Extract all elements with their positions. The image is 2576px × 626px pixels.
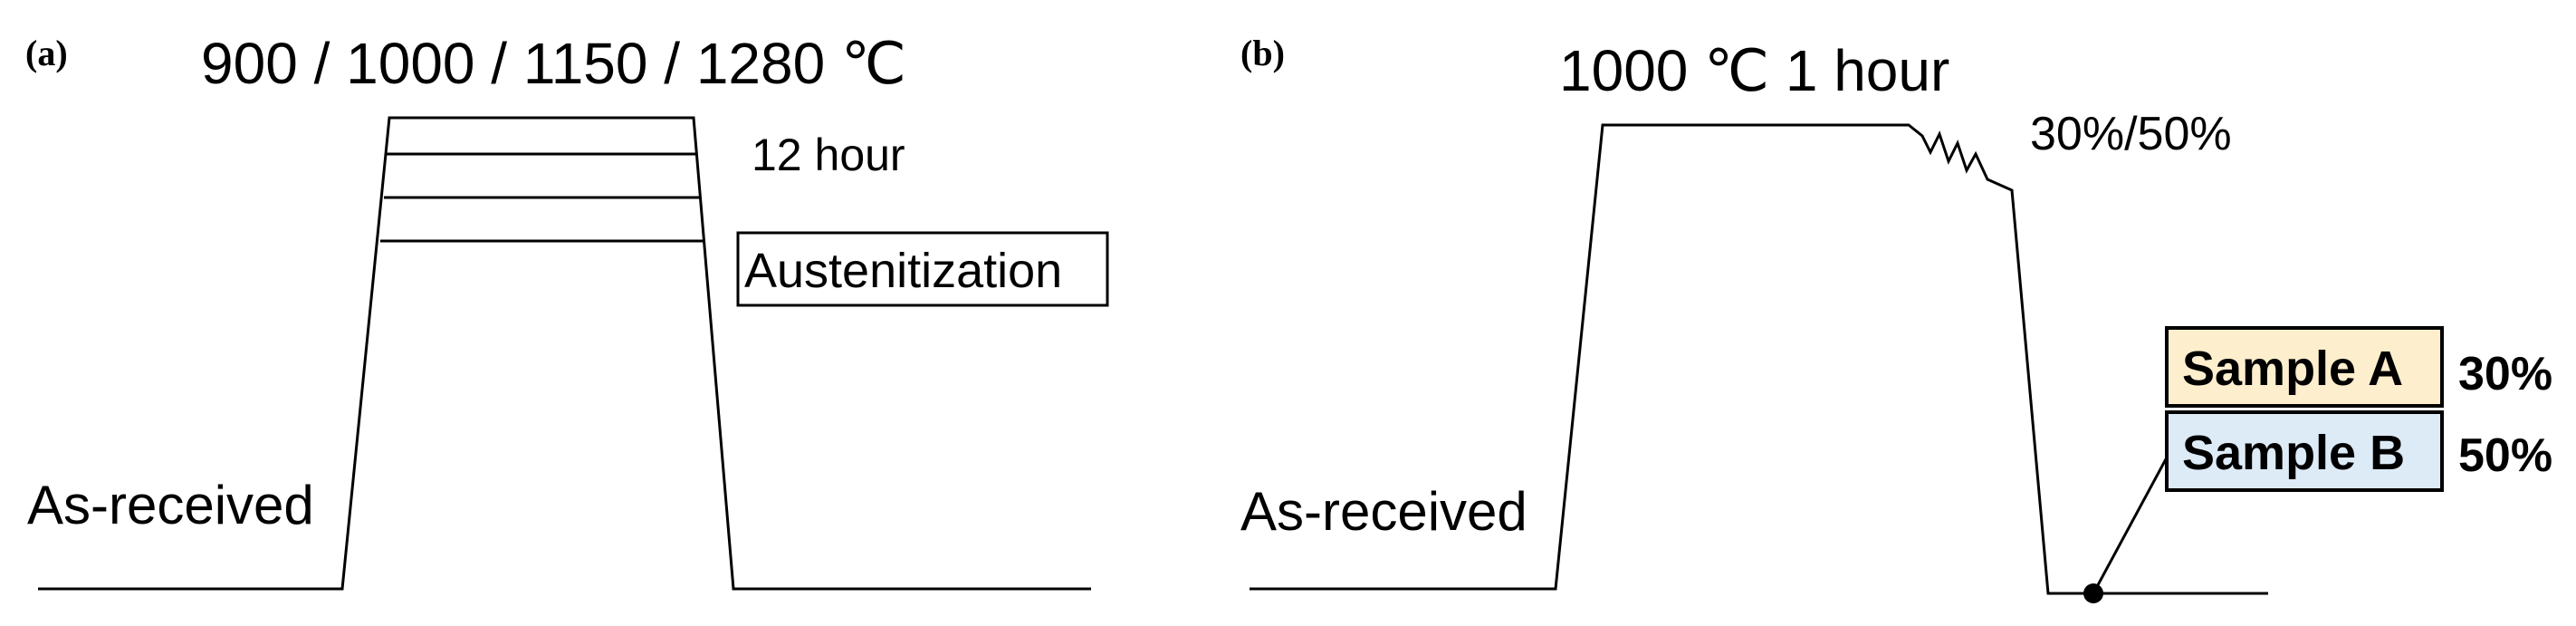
sample-b-label: Sample B xyxy=(2182,426,2405,480)
panel-b-pointer-line xyxy=(2092,457,2169,594)
panel-a: (a) 900 / 1000 / 1150 / 1280 ℃ 12 hour A… xyxy=(25,31,1109,591)
sample-b-reduction: 50% xyxy=(2458,429,2552,482)
panel-b-reduction: 30%/50% xyxy=(2030,108,2232,160)
panel-a-temperatures: 900 / 1000 / 1150 / 1280 ℃ xyxy=(201,31,906,96)
sample-a-reduction: 30% xyxy=(2458,348,2552,400)
sample-a-box xyxy=(2165,326,2444,408)
panel-a-start-label: As-received xyxy=(27,475,314,535)
panel-a-duration: 12 hour xyxy=(752,130,905,180)
panel-a-process-box xyxy=(736,231,1109,307)
panel-b-process-curve xyxy=(1250,123,2268,595)
sample-a-label: Sample A xyxy=(2182,342,2403,396)
panel-b-temperature-duration: 1000 ℃ 1 hour xyxy=(1559,38,1949,103)
panel-a-process-label: Austenitization xyxy=(744,244,1062,298)
panel-b-label: (b) xyxy=(1240,33,1285,73)
panel-a-process-curve xyxy=(38,116,1091,591)
panel-b-sample-point xyxy=(2083,583,2103,603)
sample-b-box xyxy=(2165,410,2444,492)
panel-a-label: (a) xyxy=(25,33,68,73)
panel-b-start-label: As-received xyxy=(1240,481,1527,542)
panel-b: (b) 1000 ℃ 1 hour 30%/50% Sample A 30% S… xyxy=(1240,33,2552,603)
